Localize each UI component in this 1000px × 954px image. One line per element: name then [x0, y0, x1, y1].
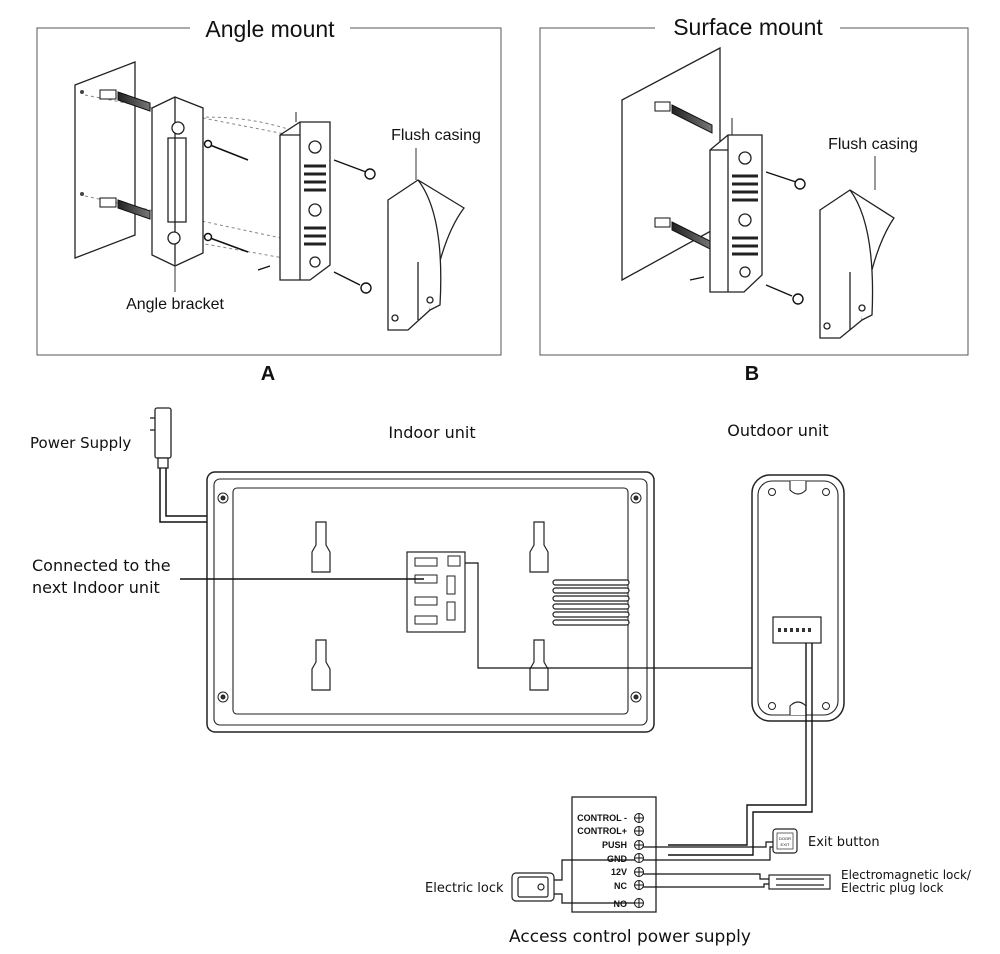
exit-button-device: DOOR EXIT: [772, 828, 798, 854]
exit-button-face-line1: DOOR: [779, 836, 791, 841]
electric-lock-label: Electric lock: [425, 881, 504, 896]
indoor-unit: [206, 471, 655, 733]
flush-casing-label-b: Flush casing: [828, 136, 918, 153]
electromagnetic-lock: [768, 874, 831, 890]
surface-mount-title: Surface mount: [673, 14, 823, 40]
outdoor-unit: [751, 474, 845, 722]
terminal-label-push: PUSH: [602, 840, 627, 850]
terminal-label-gnd: GND: [607, 854, 628, 864]
surface-mount-panel: Surface mount: [539, 14, 969, 385]
exit-button-face-line2: EXIT: [781, 842, 790, 847]
bracket-screws: [203, 139, 249, 253]
flush-casing-a: [387, 179, 465, 331]
power-supply-label: Power Supply: [30, 434, 131, 452]
outdoor-unit-label: Outdoor unit: [727, 421, 828, 440]
wall-anchors-b: [654, 101, 713, 251]
angle-mount-title: Angle mount: [205, 16, 335, 42]
angle-bracket-label: Angle bracket: [126, 296, 224, 313]
caption-a: A: [261, 363, 275, 385]
flush-casing-b: [819, 189, 895, 339]
terminal-label-no: NO: [614, 899, 628, 909]
next-indoor-label-line1: Connected to the: [32, 556, 171, 575]
em-lock-label-line2: Electric plug lock: [841, 881, 944, 895]
wall-anchor-top: [99, 89, 151, 112]
camera-screws-angle: [257, 159, 376, 294]
electric-lock: [511, 872, 555, 902]
angle-bracket: [151, 96, 204, 267]
terminal-list: CONTROL - CONTROL+ PUSH GND 12V NC NO: [577, 813, 644, 909]
terminal-label-control-minus: CONTROL -: [577, 813, 627, 823]
wiring-diagram: Power Supply Indoor unit: [30, 407, 972, 947]
outdoor-camera-angle: [279, 112, 331, 281]
em-lock-label-line1: Electromagnetic lock/: [841, 868, 972, 882]
terminal-label-nc: NC: [614, 881, 627, 891]
angle-mount-panel: Angle mount: [36, 14, 502, 385]
wall-anchor-bottom: [99, 197, 151, 220]
exit-button-label: Exit button: [808, 835, 880, 850]
flush-casing-label-a: Flush casing: [391, 127, 481, 144]
power-adapter: [150, 407, 172, 469]
indoor-unit-label: Indoor unit: [388, 423, 475, 442]
outdoor-camera-surface: [709, 118, 763, 293]
access-control-label: Access control power supply: [509, 927, 751, 947]
terminal-label-12v: 12V: [611, 867, 627, 877]
terminal-label-control-plus: CONTROL+: [577, 826, 627, 836]
camera-screws-surface: [689, 171, 806, 305]
next-indoor-label-line2: next Indoor unit: [32, 578, 160, 597]
caption-b: B: [745, 363, 759, 385]
